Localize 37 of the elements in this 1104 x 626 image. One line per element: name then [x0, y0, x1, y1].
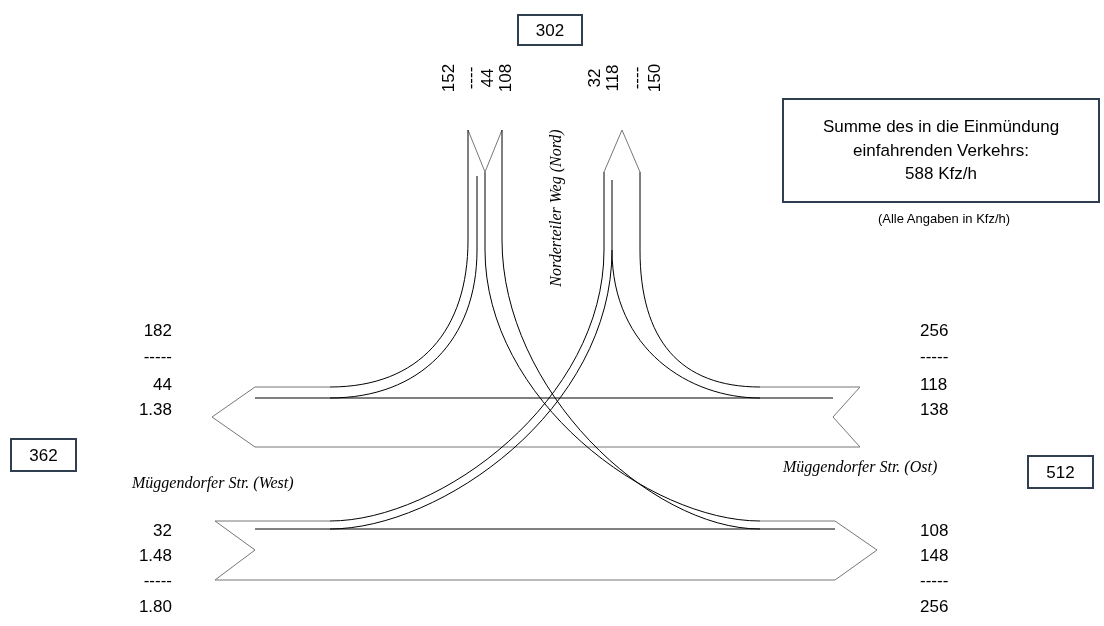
volume-number: 118: [603, 64, 621, 92]
volume-number: 148: [920, 546, 949, 564]
volume-number: 150: [645, 63, 663, 93]
summary-text: Summe des in die Einmündung einfahrenden Verkehrs:: [821, 115, 1061, 162]
summary-box: [782, 98, 1100, 203]
volume-number: 108: [496, 63, 514, 93]
total-box: [517, 14, 583, 46]
unit-note: (Alle Angaben in Kfz/h): [877, 211, 1011, 225]
total-value: 302: [535, 21, 565, 39]
volume-number: 1.38: [138, 400, 172, 418]
separator-dashes: -----: [143, 347, 172, 365]
total-box: [1027, 455, 1094, 489]
volume-number: 32: [585, 68, 603, 88]
total-value: 512: [1046, 463, 1075, 481]
summary-value: 588 Kfz/h: [905, 163, 977, 186]
volume-number: 138: [920, 400, 949, 418]
volume-number: 256: [920, 321, 949, 339]
total-value: 362: [29, 446, 58, 464]
volume-number: 44: [478, 68, 496, 88]
volume-number: 182: [143, 321, 172, 339]
total-box: [10, 438, 77, 472]
separator-dashes: ----: [627, 66, 645, 90]
volume-number: 32: [153, 521, 172, 539]
separator-dashes: -----: [920, 571, 949, 589]
volume-number: 256: [920, 597, 949, 615]
street-name: Norderteiler Weg (Nord): [548, 129, 564, 287]
volume-number: 1.48: [138, 546, 172, 564]
separator-dashes: -----: [920, 347, 949, 365]
volume-number: 1.80: [138, 597, 172, 615]
volume-number: 108: [920, 521, 949, 539]
volume-number: 44: [153, 375, 172, 393]
separator-dashes: -----: [143, 571, 172, 589]
street-name: Müggendorfer Str. (West): [132, 475, 294, 491]
street-name: Müggendorfer Str. (Ost): [783, 459, 938, 475]
volume-number: 152: [439, 63, 457, 93]
volume-number: 118: [920, 375, 948, 393]
separator-dashes: ----: [461, 66, 479, 90]
